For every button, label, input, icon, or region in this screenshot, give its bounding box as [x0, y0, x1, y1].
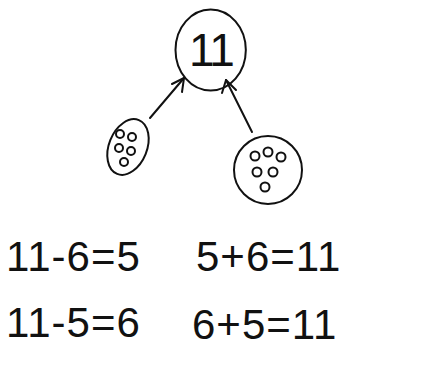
equation: 11-6=5 [6, 236, 141, 278]
part-oval [100, 113, 157, 181]
arrow-line [226, 80, 252, 132]
equation: 6+5=11 [192, 304, 337, 346]
counter-dot [116, 130, 124, 138]
part-oval [234, 136, 302, 204]
counter-dot [120, 158, 128, 166]
arrow-line [150, 78, 184, 118]
counter-dot [253, 168, 262, 177]
counter-dot [115, 144, 123, 152]
counter-dot [128, 133, 136, 141]
oval-outline [176, 10, 246, 91]
counter-dot [251, 152, 260, 161]
whole-oval: 11 [174, 8, 247, 92]
equation: 11-5=6 [6, 302, 141, 344]
equation: 5+6=11 [196, 236, 341, 278]
whole-number: 11 [189, 27, 233, 73]
counter-dot [277, 153, 286, 162]
counter-dot [269, 168, 278, 177]
counter-dot [127, 147, 135, 155]
counter-dot [264, 148, 273, 157]
counter-dot [261, 183, 270, 192]
arrow-head [172, 78, 184, 92]
